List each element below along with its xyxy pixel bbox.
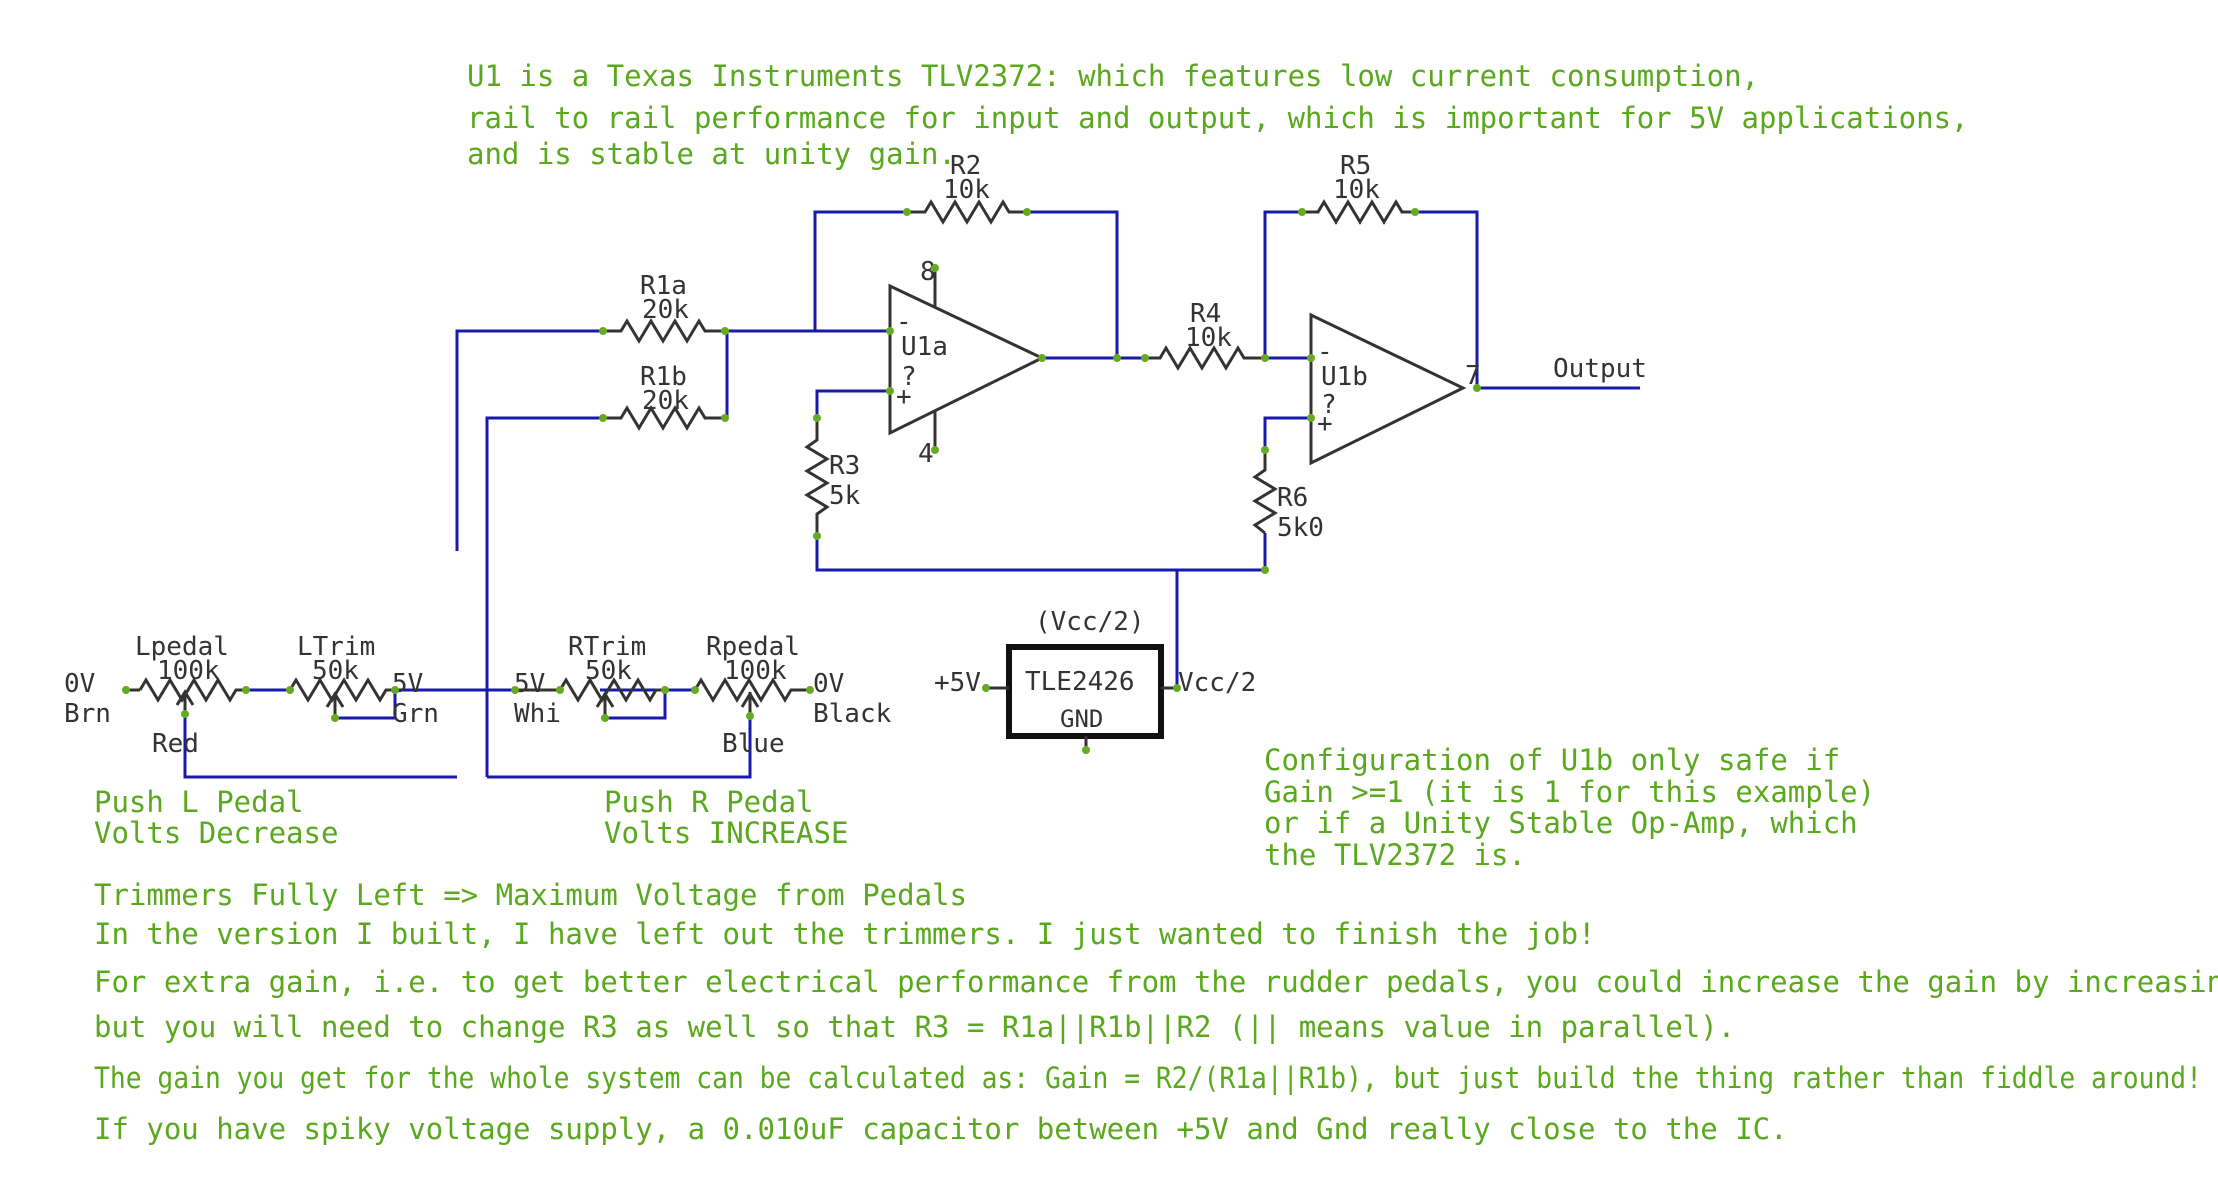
output-label: Output: [1553, 354, 1647, 384]
svg-text:-: -: [1317, 337, 1333, 367]
note-u1-line1: U1 is a Texas Instruments TLV2372: which…: [467, 59, 1759, 93]
note-push-l-line1: Push L Pedal: [94, 785, 304, 819]
resistor-r5: R5 10k: [1302, 151, 1415, 225]
pot-lpedal: Lpedal 100k: [126, 632, 246, 714]
svg-text:100k: 100k: [157, 656, 220, 686]
svg-text:10k: 10k: [943, 175, 990, 205]
term-l-red: Red: [152, 729, 199, 759]
note-push-r-line2: Volts INCREASE: [604, 816, 848, 850]
svg-text:8: 8: [920, 257, 936, 287]
term-r-0v: 0V: [813, 669, 844, 699]
note-bottom-line1: Trimmers Fully Left => Maximum Voltage f…: [94, 878, 967, 912]
svg-text:R4: R4: [1190, 299, 1221, 329]
resistor-r2: R2 10k: [907, 151, 1027, 225]
note-bottom-line6: If you have spiky voltage supply, a 0.01…: [94, 1112, 1788, 1146]
svg-text:LTrim: LTrim: [297, 632, 375, 662]
note-config-line1: Configuration of U1b only safe if: [1264, 743, 1840, 777]
note-bottom-line5: The gain you get for the whole system ca…: [94, 1061, 2202, 1095]
svg-text:R6: R6: [1277, 483, 1308, 513]
svg-text:(Vcc/2): (Vcc/2): [1035, 607, 1145, 637]
resistor-r1b: R1b 20k: [603, 362, 725, 431]
svg-text:U1b: U1b: [1321, 362, 1368, 392]
svg-text:Rpedal: Rpedal: [706, 632, 800, 662]
note-config-line2: Gain >=1 (it is 1 for this example): [1264, 775, 1875, 809]
resistor-r1a: R1a 20k: [603, 271, 725, 344]
svg-text:R5: R5: [1340, 151, 1371, 181]
resistor-r3: R3 5k: [804, 418, 861, 536]
note-u1-line3: and is stable at unity gain.: [467, 137, 956, 171]
pot-rpedal: Rpedal 100k: [693, 632, 810, 716]
svg-text:20k: 20k: [642, 295, 689, 325]
svg-text:4: 4: [918, 439, 934, 469]
junction-dots: [122, 208, 1481, 754]
pot-rtrim: RTrim 50k: [515, 632, 665, 718]
note-bottom-line3: For extra gain, i.e. to get better elect…: [94, 965, 2218, 999]
svg-text:+: +: [896, 382, 912, 412]
svg-text:TLE2426: TLE2426: [1025, 667, 1135, 697]
svg-text:Lpedal: Lpedal: [135, 632, 229, 662]
svg-text:?: ?: [901, 362, 917, 392]
svg-text:Vcc/2: Vcc/2: [1178, 668, 1256, 698]
svg-text:R1b: R1b: [640, 362, 687, 392]
opamp-u1b: - + U1b ? 7: [1309, 312, 1481, 466]
svg-text:?: ?: [1321, 390, 1337, 420]
term-r-5v: 5V: [514, 669, 545, 699]
term-r-whi: Whi: [514, 699, 561, 729]
note-config-line4: the TLV2372 is.: [1264, 838, 1526, 872]
svg-text:100k: 100k: [724, 656, 787, 686]
term-l-brn: Brn: [64, 699, 111, 729]
svg-text:+: +: [1317, 409, 1333, 439]
svg-text:50k: 50k: [585, 656, 632, 686]
vref-tle2426: (Vcc/2) TLE2426 GND +5V Vcc/2: [934, 607, 1256, 750]
term-l-5v: 5V: [392, 669, 423, 699]
note-config-line3: or if a Unity Stable Op-Amp, which: [1264, 806, 1858, 840]
svg-text:R2: R2: [950, 151, 981, 181]
resistor-r4: R4 10k: [1145, 299, 1265, 371]
svg-text:50k: 50k: [312, 656, 359, 686]
note-bottom-line4: but you will need to change R3 as well s…: [94, 1010, 1735, 1044]
opamp-u1a: 8 4 - + U1a ?: [888, 257, 1046, 469]
term-l-0v: 0V: [64, 669, 95, 699]
svg-text:R3: R3: [829, 451, 860, 481]
term-r-black: Black: [813, 699, 892, 729]
term-r-blue: Blue: [722, 729, 785, 759]
note-push-l-line2: Volts Decrease: [94, 816, 338, 850]
svg-text:RTrim: RTrim: [568, 632, 646, 662]
svg-text:5k: 5k: [829, 481, 861, 511]
svg-text:20k: 20k: [642, 386, 689, 416]
svg-text:GND: GND: [1060, 705, 1103, 733]
note-bottom-line2: In the version I built, I have left out …: [94, 917, 1596, 951]
note-u1-line2: rail to rail performance for input and o…: [467, 101, 1969, 135]
svg-text:5k0: 5k0: [1277, 513, 1324, 543]
resistor-r6: R6 5k0: [1252, 450, 1324, 543]
svg-text:U1a: U1a: [901, 332, 948, 362]
pot-ltrim: LTrim 50k: [288, 632, 395, 718]
svg-text:7: 7: [1465, 361, 1481, 391]
note-push-r-line1: Push R Pedal: [604, 785, 814, 819]
svg-text:10k: 10k: [1333, 175, 1380, 205]
term-l-grn: Grn: [392, 699, 439, 729]
svg-text:-: -: [896, 307, 912, 337]
svg-text:10k: 10k: [1185, 323, 1232, 353]
svg-text:+5V: +5V: [934, 668, 981, 698]
svg-text:R1a: R1a: [640, 271, 687, 301]
